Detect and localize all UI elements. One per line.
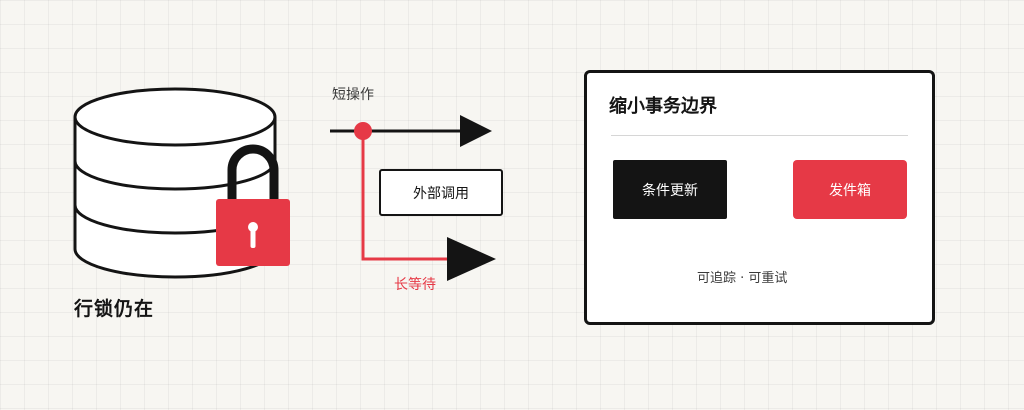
boundary-divider <box>611 135 908 136</box>
short-operation-label: 短操作 <box>332 87 374 103</box>
external-call-label: 外部调用 <box>413 185 469 202</box>
condition-update-box: 条件更新 <box>613 160 727 219</box>
outbox-box: 发件箱 <box>793 160 907 219</box>
external-call-box: 外部调用 <box>379 169 503 216</box>
row-lock-caption: 行锁仍在 <box>74 298 155 320</box>
boundary-title: 缩小事务边界 <box>609 96 717 117</box>
long-wait-arrow <box>361 131 496 281</box>
traceable-retryable-caption: 可追踪 · 可重试 <box>697 271 788 286</box>
short-operation-arrow <box>330 115 492 147</box>
padlock-icon <box>216 144 290 266</box>
long-wait-label: 长等待 <box>394 277 436 293</box>
condition-update-label: 条件更新 <box>642 182 698 199</box>
outbox-label: 发件箱 <box>829 182 871 199</box>
branch-point-dot <box>354 122 372 140</box>
